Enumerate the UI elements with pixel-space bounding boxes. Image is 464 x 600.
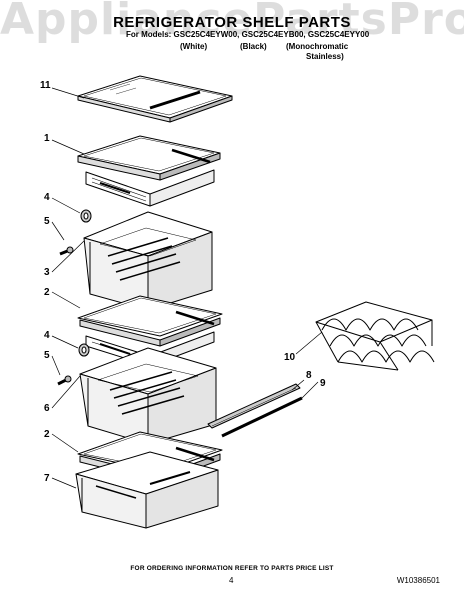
shelf-with-frame-part-1 — [77, 135, 221, 207]
callout-6: 6 — [44, 403, 50, 414]
ordering-info-footer: FOR ORDERING INFORMATION REFER TO PARTS … — [130, 565, 334, 572]
screw-part-5-lower — [57, 375, 72, 386]
callout-2-lower: 2 — [44, 429, 50, 440]
crisper-drawer-part-3 — [83, 211, 213, 311]
page-title: REFRIGERATOR SHELF PARTS — [113, 14, 351, 31]
wheel-part-4-upper — [80, 209, 92, 223]
variant-black: (Black) — [240, 42, 267, 51]
deli-drawer-part-7 — [75, 451, 219, 529]
crisper-drawer-part-6 — [79, 347, 217, 445]
callout-1: 1 — [44, 133, 50, 144]
wine-rack-part-10 — [315, 301, 435, 371]
document-number: W10386501 — [396, 576, 440, 585]
callout-8: 8 — [306, 370, 312, 381]
callout-7: 7 — [44, 473, 50, 484]
callout-5-upper: 5 — [44, 216, 50, 227]
callout-11: 11 — [40, 80, 51, 91]
variant-white: (White) — [180, 42, 208, 51]
variant-stainless: Stainless) — [306, 52, 344, 61]
models-line: For Models: GSC25C4EYW00, GSC25C4EYB00, … — [126, 30, 370, 39]
screw-part-5-upper — [59, 246, 74, 256]
slide-rail-part-8 — [207, 383, 301, 429]
variant-monochromatic: (Monochromatic — [286, 42, 349, 51]
callout-5-lower: 5 — [44, 350, 50, 361]
callout-4-lower: 4 — [44, 330, 50, 341]
glass-shelf-part-11 — [77, 75, 233, 123]
callout-10: 10 — [284, 352, 296, 363]
page-number: 4 — [229, 576, 234, 585]
callout-4-upper: 4 — [44, 192, 50, 203]
callout-labels: 11 1 4 5 3 2 4 5 6 2 7 10 8 9 — [40, 80, 326, 484]
callout-3: 3 — [44, 267, 50, 278]
callout-2-upper: 2 — [44, 287, 50, 298]
callout-9: 9 — [320, 378, 326, 389]
slide-rail-part-9 — [221, 396, 303, 438]
wheel-part-4-lower — [78, 343, 90, 357]
